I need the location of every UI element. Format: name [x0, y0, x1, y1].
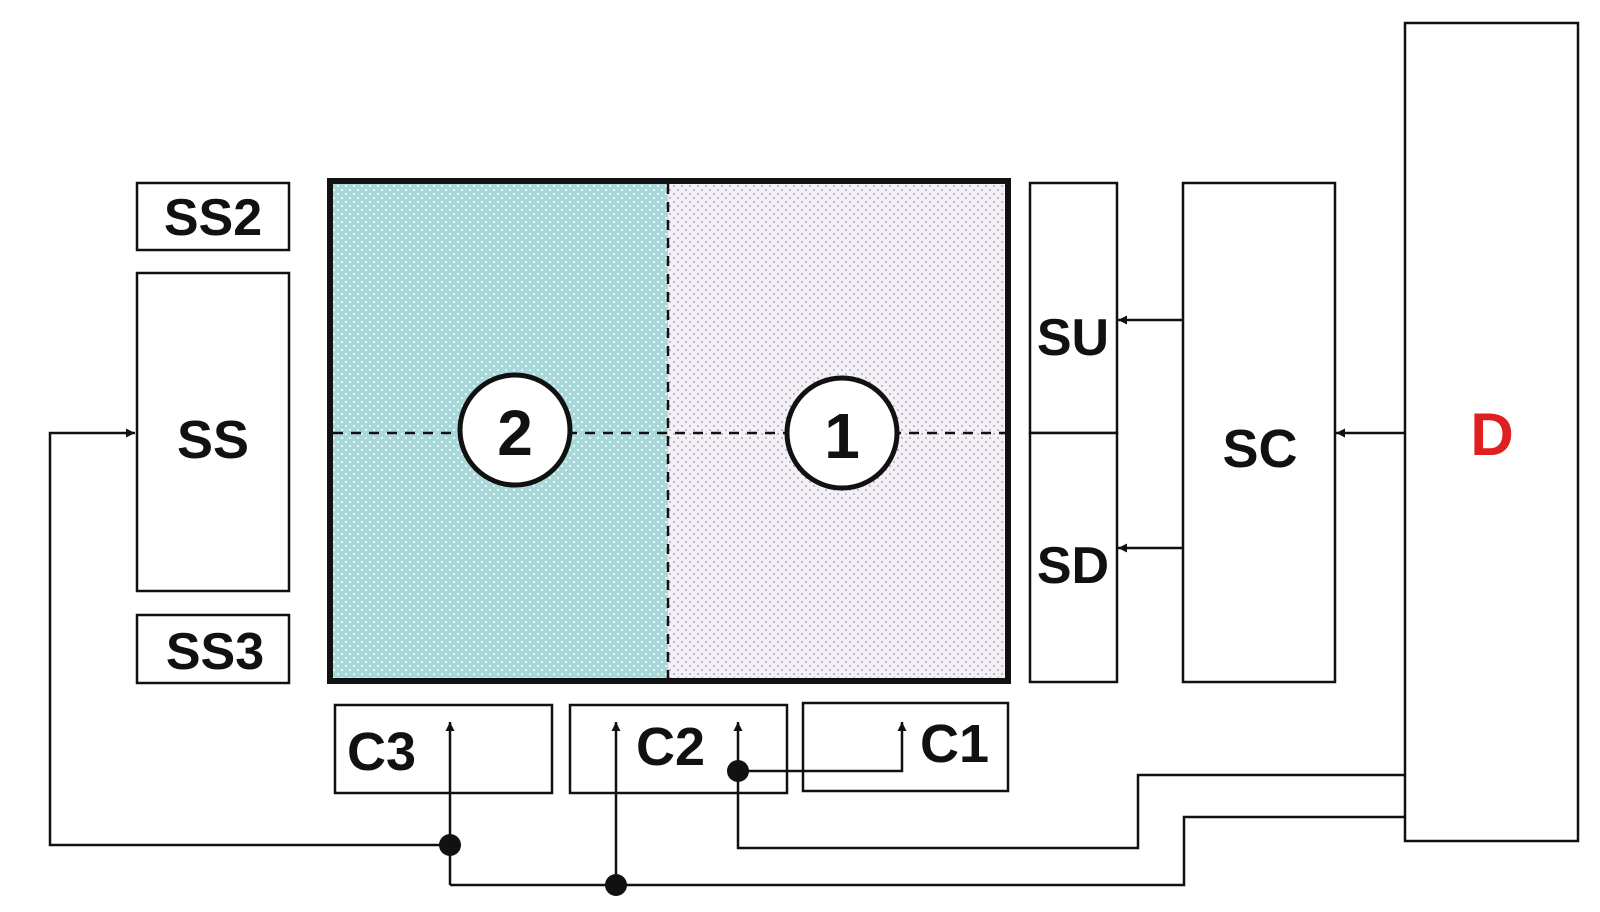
block-c3: C3 [333, 703, 554, 795]
block-d: D [1403, 21, 1580, 843]
block-ss-label: SS [177, 410, 249, 470]
arrow-to-ss [48, 428, 450, 847]
wire-d-upper-bus [736, 771, 1405, 850]
wire-d-lower-bus [450, 815, 1405, 887]
block-d-label: D [1470, 401, 1513, 468]
block-su-label: SU [1037, 309, 1109, 367]
main-panel-frame [327, 178, 1011, 684]
junction-dot [727, 760, 749, 782]
block-ss3: SS3 [135, 613, 291, 685]
region-1-marker: 1 [784, 375, 900, 491]
arrow-to-c1 [738, 722, 907, 773]
block-c1: C1 [801, 701, 1010, 793]
block-su: SU [1028, 181, 1119, 435]
block-ss2-label: SS2 [164, 189, 262, 247]
block-sc: SC [1181, 181, 1337, 684]
region-1-label: 1 [824, 400, 860, 472]
block-ss: SS [135, 271, 291, 593]
block-sd: SD [1028, 431, 1119, 684]
region-2-label: 2 [497, 397, 533, 469]
block-ss2: SS2 [135, 181, 291, 252]
junction-dot [439, 834, 461, 856]
region-2-marker: 2 [457, 372, 573, 488]
block-c2: C2 [568, 703, 789, 795]
block-sc-label: SC [1222, 419, 1297, 479]
block-c3-label: C3 [347, 722, 416, 782]
block-c1-label: C1 [920, 714, 989, 774]
junction-dot [605, 874, 627, 896]
block-ss3-label: SS3 [166, 623, 264, 681]
block-sd-label: SD [1037, 537, 1109, 595]
block-c2-label: C2 [636, 717, 705, 777]
